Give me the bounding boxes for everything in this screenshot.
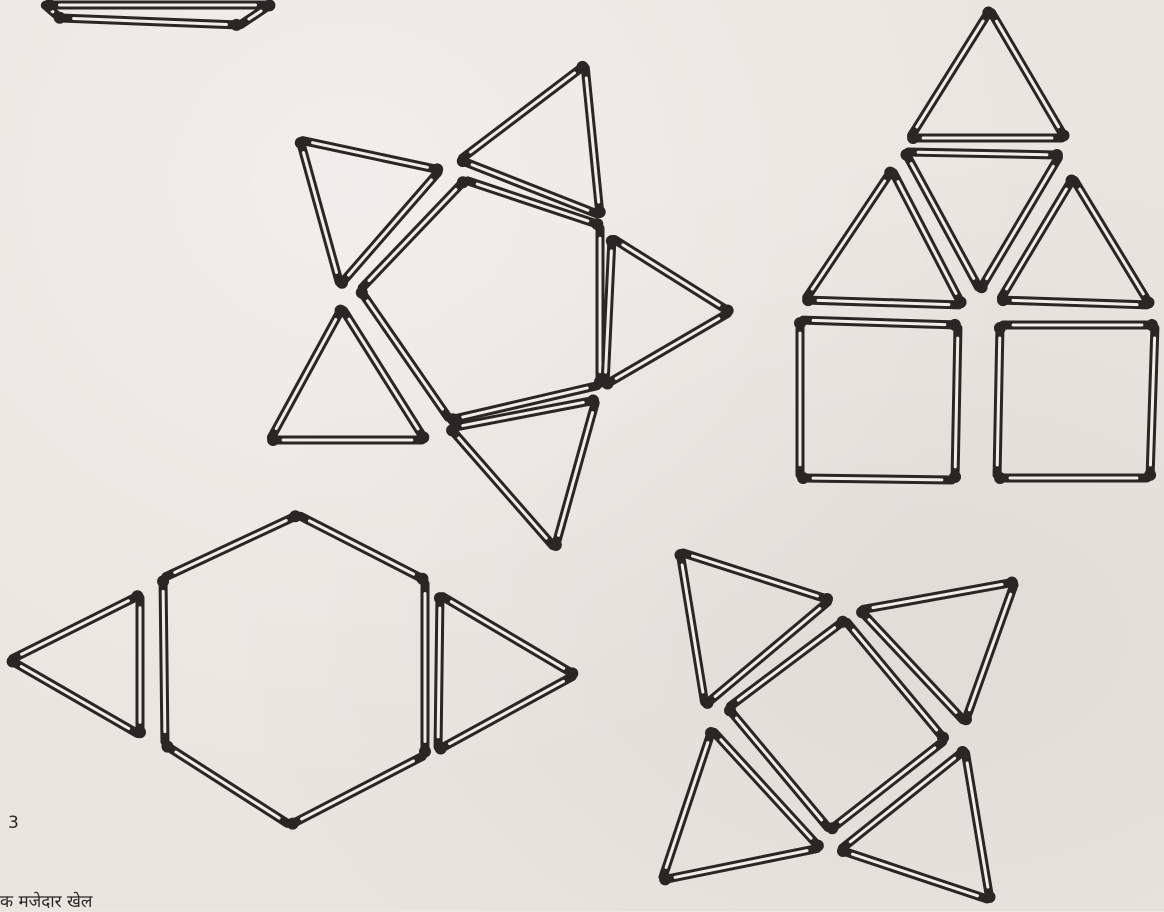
house-square-left-stick-4	[794, 317, 806, 475]
matchsticks-layer	[7, 0, 1158, 903]
star-triangle-top-left-stick-3	[295, 137, 339, 282]
star-triangle-right-stick-2	[602, 313, 728, 389]
hexagon	[157, 510, 431, 829]
page-number: 3	[8, 813, 19, 833]
star-triangle-left-stick-3	[271, 305, 346, 438]
star-triangle-bottom-stick-2	[550, 403, 595, 551]
star-triangle-top-left	[295, 137, 443, 289]
hexagon-triangle-right-stick-3	[434, 592, 446, 747]
partial-shape-stick-2	[64, 18, 243, 31]
hexagon-stick-1	[301, 516, 429, 584]
star-triangle-top-right	[457, 61, 606, 218]
house-square-left	[794, 317, 961, 484]
star-triangle-top-left-stick-1	[303, 141, 443, 176]
corner-triangle-bottom-right	[837, 746, 996, 903]
star-triangle-left-stick-2	[267, 434, 422, 446]
partial-shape	[44, 0, 276, 31]
house-square-right-stick-2	[1144, 328, 1156, 481]
corner-triangle-top-right-stick-1	[863, 577, 1018, 610]
house-triangle-top-stick-2	[907, 132, 1062, 144]
house-triangle-left	[802, 167, 966, 309]
house-triangle-right	[997, 174, 1154, 308]
corner-triangle-bottom-right-stick-3	[837, 845, 987, 899]
house-triangle-top	[907, 7, 1069, 144]
hexagon-stick-3	[287, 756, 423, 829]
hexagon-triangle-left-stick-3	[13, 590, 144, 658]
house-triangle-middle-stick-1	[908, 149, 1063, 161]
house-square-right	[994, 319, 1158, 484]
corner-triangle-bottom-left-stick-3	[663, 727, 717, 877]
house-triangle-middle	[901, 149, 1063, 294]
corner-triangle-top-right-stick-2	[960, 585, 1014, 725]
house-square-left-stick-3	[797, 472, 952, 484]
hexagon-triangle-right-stick-2	[435, 677, 573, 755]
hexagon-stick-4	[162, 741, 288, 824]
hexagon-triangle-left-stick-2	[7, 656, 138, 734]
house-square-left-stick-2	[949, 328, 961, 483]
partial-shape-stick-4	[44, 0, 266, 11]
house-triangle-top-stick-3	[912, 7, 995, 136]
house-square-left-stick-1	[803, 319, 961, 331]
hexagon-stick-6	[166, 510, 302, 576]
corner-triangle-bottom-left	[659, 727, 824, 885]
house-triangle-top-stick-1	[992, 13, 1070, 142]
hexagon-triangle-right	[434, 592, 578, 754]
house-square-right-stick-1	[1003, 319, 1158, 331]
corner-triangle-top-left-stick-2	[702, 602, 828, 709]
hexagon-triangle-left-stick-1	[134, 598, 146, 738]
star-triangle-right	[602, 235, 734, 390]
star-triangle-bottom-stick-3	[446, 424, 553, 545]
star-triangle-top-right-stick-2	[585, 68, 605, 218]
center-square-stick-2	[826, 742, 942, 834]
hexagon-triangle-left	[7, 590, 146, 738]
house-square-right-stick-3	[994, 472, 1147, 484]
star-triangle-left	[267, 305, 429, 446]
house-triangle-left-stick-2	[802, 294, 959, 306]
house-square-right-stick-4	[994, 322, 1006, 475]
hexagon-stick-5	[157, 575, 169, 741]
star-triangle-right-stick-1	[614, 239, 733, 316]
corner-triangle-bottom-right-stick-2	[966, 753, 996, 903]
house-triangle-right-stick-1	[1075, 181, 1155, 309]
corner-triangle-bottom-right-stick-1	[843, 746, 969, 848]
corner-triangle-top-left-stick-3	[675, 549, 705, 702]
house-triangle-left-stick-3	[807, 167, 897, 298]
hexagon-triangle-right-stick-1	[443, 597, 579, 680]
house-triangle-right-stick-2	[997, 294, 1147, 306]
corner-triangle-bottom-left-stick-2	[659, 849, 817, 886]
center-square	[724, 616, 949, 834]
caption: क मजेदार खेल	[0, 889, 92, 912]
corner-triangle-top-left-stick-1	[683, 553, 833, 605]
hexagon-stick-2	[419, 584, 431, 758]
star-triangle-right-stick-3	[605, 235, 618, 382]
star-triangle-top-right-stick-1	[463, 61, 589, 158]
corner-triangle-top-right	[856, 577, 1018, 726]
